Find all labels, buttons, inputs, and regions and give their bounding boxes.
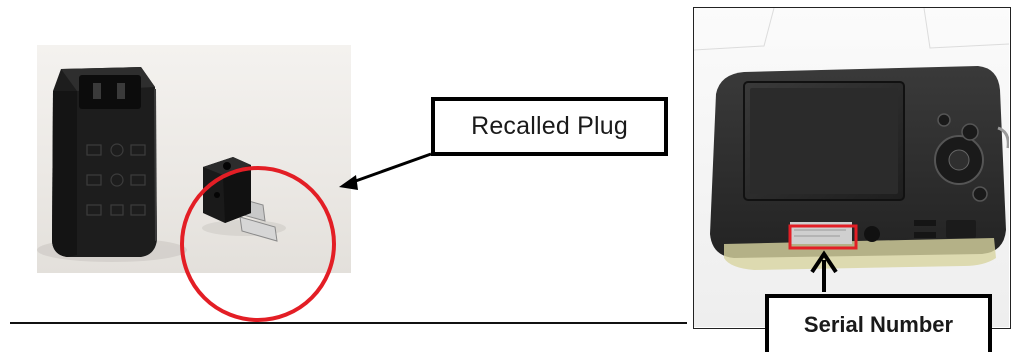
serial-highlight-box: [788, 224, 858, 250]
camera-photo: [694, 8, 1009, 327]
recalled-plug-label: Recalled Plug: [431, 97, 668, 156]
power-adapter-body: [52, 67, 157, 257]
serial-number-label: Serial Number: [765, 294, 992, 352]
adapter-photo: [37, 45, 351, 273]
up-arrow-icon: [810, 250, 838, 292]
camera-body: [710, 66, 1009, 270]
detached-plug: [202, 157, 286, 242]
arrow-icon: [339, 152, 432, 190]
camera-photo-frame: [693, 7, 1011, 329]
divider-line: [10, 322, 687, 324]
adapter-illustration: [37, 67, 286, 262]
